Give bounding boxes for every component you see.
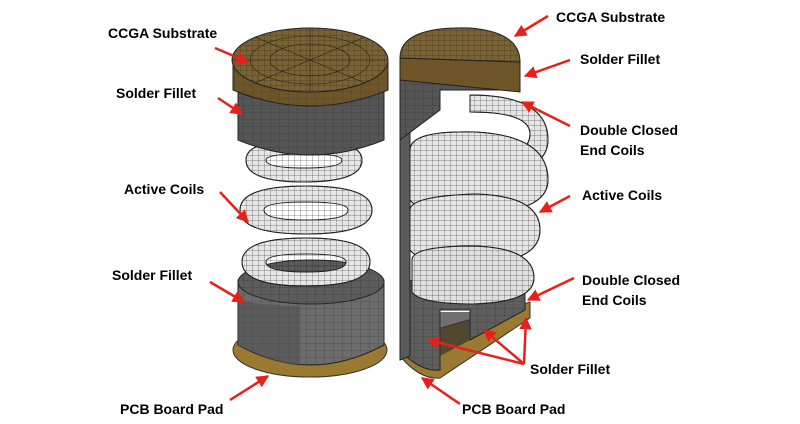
- arrow-right-double-bottom: [526, 276, 575, 302]
- left-active-coils: [239, 139, 373, 287]
- left-top-solder-fillet: [237, 89, 385, 156]
- left-column-model: [231, 27, 389, 378]
- left-ccga-substrate: [231, 27, 389, 107]
- annotation-arrows: [209, 14, 575, 406]
- right-column-model: [399, 27, 549, 379]
- arrow-left-ccga: [214, 46, 250, 64]
- label-right-double-closed-top-1: Double Closed: [580, 122, 679, 138]
- arrow-right-ccga: [513, 14, 549, 38]
- label-right-solder-fillet-bottom: Solder Fillet: [530, 361, 611, 377]
- right-ccga-substrate: [399, 27, 521, 93]
- label-left-active-coils: Active Coils: [124, 181, 205, 197]
- arrow-right-fillet-b: [483, 329, 525, 365]
- label-left-solder-fillet-bottom: Solder Fillet: [112, 267, 193, 283]
- label-right-ccga-substrate: CCGA Substrate: [556, 9, 666, 25]
- arrow-right-active: [538, 194, 571, 214]
- label-left-ccga-substrate: CCGA Substrate: [108, 25, 218, 41]
- right-active-coils: [409, 94, 549, 305]
- arrow-right-double-top: [520, 100, 571, 128]
- label-right-double-closed-top-2: End Coils: [580, 142, 645, 158]
- arrow-left-pcb: [229, 374, 270, 402]
- label-right-solder-fillet-top: Solder Fillet: [580, 51, 661, 67]
- label-left-pcb-board-pad: PCB Board Pad: [120, 401, 224, 417]
- arrow-left-active: [219, 191, 249, 223]
- arrow-right-fillet-a: [426, 336, 525, 366]
- label-right-double-closed-bottom-2: End Coils: [582, 292, 647, 308]
- label-right-double-closed-bottom-1: Double Closed: [582, 272, 681, 288]
- arrow-right-fillet-c: [519, 316, 532, 365]
- arrow-right-pcb: [420, 376, 461, 406]
- arrow-left-fillet-top: [217, 96, 244, 116]
- label-right-pcb-board-pad: PCB Board Pad: [462, 401, 566, 417]
- label-left-solder-fillet-top: Solder Fillet: [116, 85, 197, 101]
- arrow-left-fillet-bottom: [209, 280, 246, 304]
- arrow-right-fillet-top: [523, 58, 571, 79]
- label-right-active-coils: Active Coils: [582, 187, 663, 203]
